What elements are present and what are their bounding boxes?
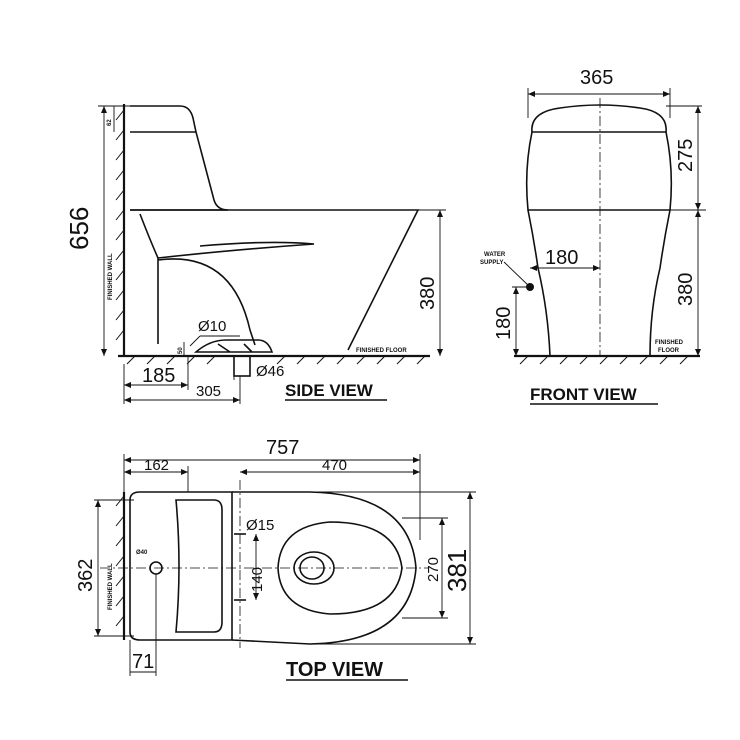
top-view-title: TOP VIEW (286, 659, 383, 681)
top-finished-wall-label: FINISHED WALL (108, 563, 114, 610)
side-tank-outline (130, 105, 229, 211)
top-bowl-outer (231, 491, 417, 645)
dim-d40-label: Ø40 (136, 550, 148, 556)
dim-757-label: 757 (266, 437, 299, 459)
side-base-outline (157, 258, 256, 346)
dim-270-label: 270 (425, 557, 442, 582)
dim-d10-leader2 (189, 335, 201, 347)
front-finished-floor-label-1: FINISHED (655, 340, 684, 346)
front-finished-floor-label-2: FLOOR (658, 348, 680, 354)
dim-380-side-label: 380 (417, 277, 439, 310)
side-seat-curve (139, 213, 315, 259)
dim-d15-label: Ø15 (246, 517, 274, 534)
front-floor-hatch (519, 355, 689, 365)
side-drain-pipe (233, 355, 251, 377)
dim-71-label: 71 (132, 651, 154, 673)
dim-275-label: 275 (675, 139, 697, 172)
dim-180-h-label: 180 (545, 247, 578, 269)
top-tank-inner (175, 499, 223, 633)
side-drain-flange (193, 339, 274, 353)
dim-380-front-label: 380 (675, 273, 697, 306)
dim-50-label: 50 (178, 347, 184, 354)
dim-185-label: 185 (142, 365, 175, 387)
side-wall-hatch (115, 109, 125, 341)
top-view: FINISHED WALL Ø40 140 Ø15 757 470 162 (75, 437, 476, 681)
side-view: 656 62 FINISHED WALL 380 FINISHED FLOOR … (64, 104, 446, 404)
front-bowl-body (527, 209, 671, 357)
dim-365-label: 365 (580, 67, 613, 89)
water-supply-label-2: SUPPLY (480, 260, 503, 266)
side-bowl-outline (130, 209, 420, 351)
dim-62-label: 62 (107, 119, 113, 126)
dim-162-label: 162 (144, 457, 169, 474)
dim-305-label: 305 (196, 383, 221, 400)
front-view-title: FRONT VIEW (530, 385, 638, 404)
side-finished-wall-label: FINISHED WALL (108, 253, 114, 300)
dim-362-label: 362 (75, 559, 97, 592)
side-floor-hatch (126, 355, 426, 365)
side-view-title: SIDE VIEW (285, 381, 374, 400)
dim-140-label: 140 (249, 567, 266, 592)
front-tank-lid (531, 104, 667, 133)
dim-470-label: 470 (322, 457, 347, 474)
front-view: 365 275 380 FINISHED FLOOR 180 WATER SUP… (480, 67, 706, 405)
side-finished-floor-label: FINISHED FLOOR (356, 348, 407, 354)
top-tank-outline (129, 491, 233, 641)
dim-d46-label: Ø46 (256, 363, 284, 380)
dim-d10-label: Ø10 (198, 318, 226, 335)
dim-381-label: 381 (442, 549, 472, 592)
dim-656-label: 656 (64, 207, 94, 250)
dim-180-v-label: 180 (493, 307, 515, 340)
water-supply-label-1: WATER (484, 252, 506, 258)
water-supply-leader (503, 261, 531, 288)
top-wall-hatch (115, 495, 125, 627)
front-tank-body (525, 131, 673, 211)
